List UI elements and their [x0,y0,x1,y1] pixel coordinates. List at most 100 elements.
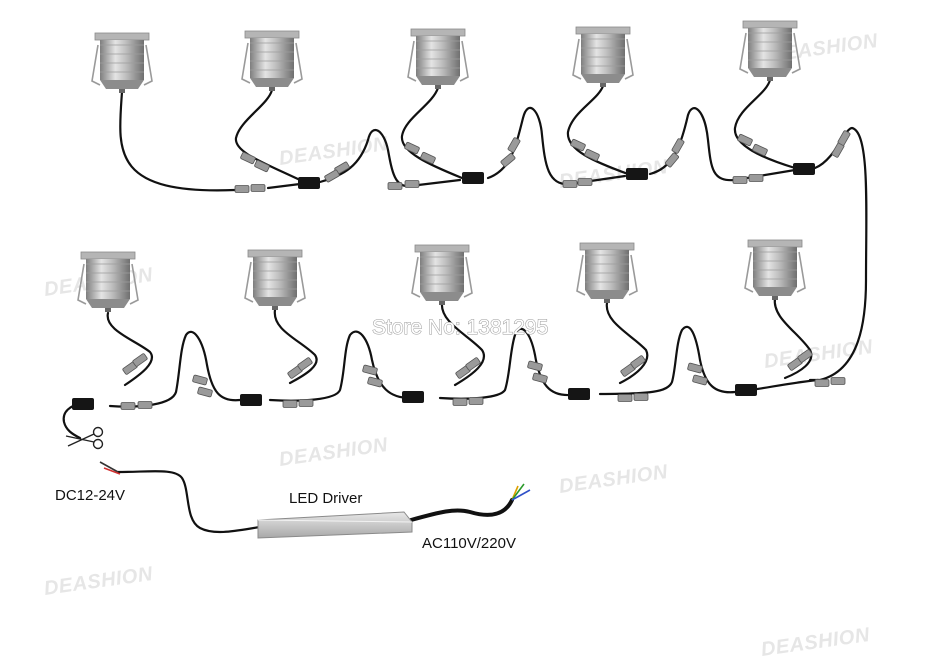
wire-connector-icon [532,372,548,384]
watermark-text: DEASHION [43,563,155,600]
wire-connector-icon [814,379,830,387]
wire-connector-icon [420,151,436,165]
wire-connector-icon [507,137,521,153]
wire-connector-icon [367,376,383,388]
downlight-lamp-icon [241,30,303,91]
wire-connector-icon [633,393,649,401]
wire-connector-icon [282,400,298,408]
wire-connector-icon [452,398,468,406]
dc-voltage-label: DC12-24V [55,487,125,504]
wire-connector-icon [120,402,136,410]
wire-connector-icon [692,374,708,386]
splitters [72,163,815,410]
wire-connector-icon [404,180,420,188]
splitter-icon [72,398,94,410]
downlight-lamp-icon [91,32,153,93]
lamps [77,20,806,312]
lamp-wire [605,301,649,385]
store-number: Store No: 1381295 [372,316,548,339]
downlight-lamp-icon [744,239,806,300]
watermarks: DEASHION DEASHION DEASHION DEASHION DEAS… [43,30,880,656]
chain-wire [266,182,302,190]
downlight-lamp-icon [739,20,801,81]
lamp-wire [273,308,318,385]
splitter-icon [793,163,815,175]
downlight-lamp-icon [411,244,473,305]
downlight-lamp-icon [576,242,638,303]
splitter-icon [568,388,590,400]
wire-connector-icon [297,357,313,371]
connectors [120,130,851,410]
lamp-wire [119,90,237,192]
wire-connector-icon [197,386,213,398]
wire-connector-icon [797,349,813,363]
wire-connector-icon [465,357,481,371]
wires [62,78,868,534]
wire-connector-icon [837,130,851,146]
wire-connector-icon [250,184,266,192]
downlight-lamp-icon [572,26,634,87]
chain-wire [268,330,412,402]
wire-connector-icon [527,360,543,372]
wire-connector-icon [324,169,340,183]
wire-connector-icon [137,401,153,409]
wire-connector-icon [500,153,516,167]
lamp-wire [234,88,302,182]
splitter-icon [462,172,484,184]
chain-wire [108,330,242,408]
wire-connector-icon [737,133,753,147]
chain-wire [438,327,572,400]
scissors-icon [65,426,104,450]
chain-wire [318,128,462,188]
lamp-wire [440,301,485,387]
downlight-lamp-icon [244,249,306,310]
wire-connector-icon [732,176,748,184]
wire-connector-icon [617,394,633,402]
ac-voltage-label: AC110V/220V [422,535,516,552]
lamp-wire [733,78,797,170]
lamp-wire [566,84,630,176]
wire-connector-icon [254,159,270,173]
dc-wire [116,470,262,534]
lamp-wire [106,311,153,387]
splitter-icon [402,391,424,403]
wire-connector-icon [404,141,420,155]
ac-wire [409,498,514,522]
wire-connector-icon [298,399,314,407]
wire-connector-icon [671,138,685,154]
watermark-text: DEASHION [278,133,390,170]
downlight-lamp-icon [77,251,139,312]
wire-connector-icon [687,362,703,374]
wire-connector-icon [362,364,378,376]
wire-connector-icon [132,353,148,367]
chain-wire [648,107,797,182]
wire-connector-icon [630,355,646,369]
watermark-text: DEASHION [558,461,670,498]
watermark-text: DEASHION [760,624,872,656]
wire-connector-icon [748,174,764,182]
downlight-lamp-icon [407,28,469,89]
wire-connector-icon [562,180,578,188]
wire-connector-icon [240,151,256,165]
wire-connector-icon [468,397,484,405]
wire-connector-icon [830,377,846,385]
wire-connector-icon [665,152,679,168]
wire-connector-icon [387,182,403,190]
wire-connector-icon [570,138,586,152]
led-driver-label: LED Driver [289,490,362,507]
watermark-text: DEASHION [278,434,390,471]
wire-connector-icon [584,148,600,162]
led-driver-icon [257,511,413,539]
splitter-icon [626,168,648,180]
dc-leads [99,461,121,475]
chain-wire [598,325,737,396]
wire-connector-icon [192,374,208,386]
splitter-icon [298,177,320,189]
lamp-wire [400,86,464,180]
wire-connector-icon [577,178,593,186]
wire-connector-icon [752,143,768,157]
splitter-icon [735,384,757,396]
wire-connector-icon [234,185,250,193]
splitter-icon [240,394,262,406]
